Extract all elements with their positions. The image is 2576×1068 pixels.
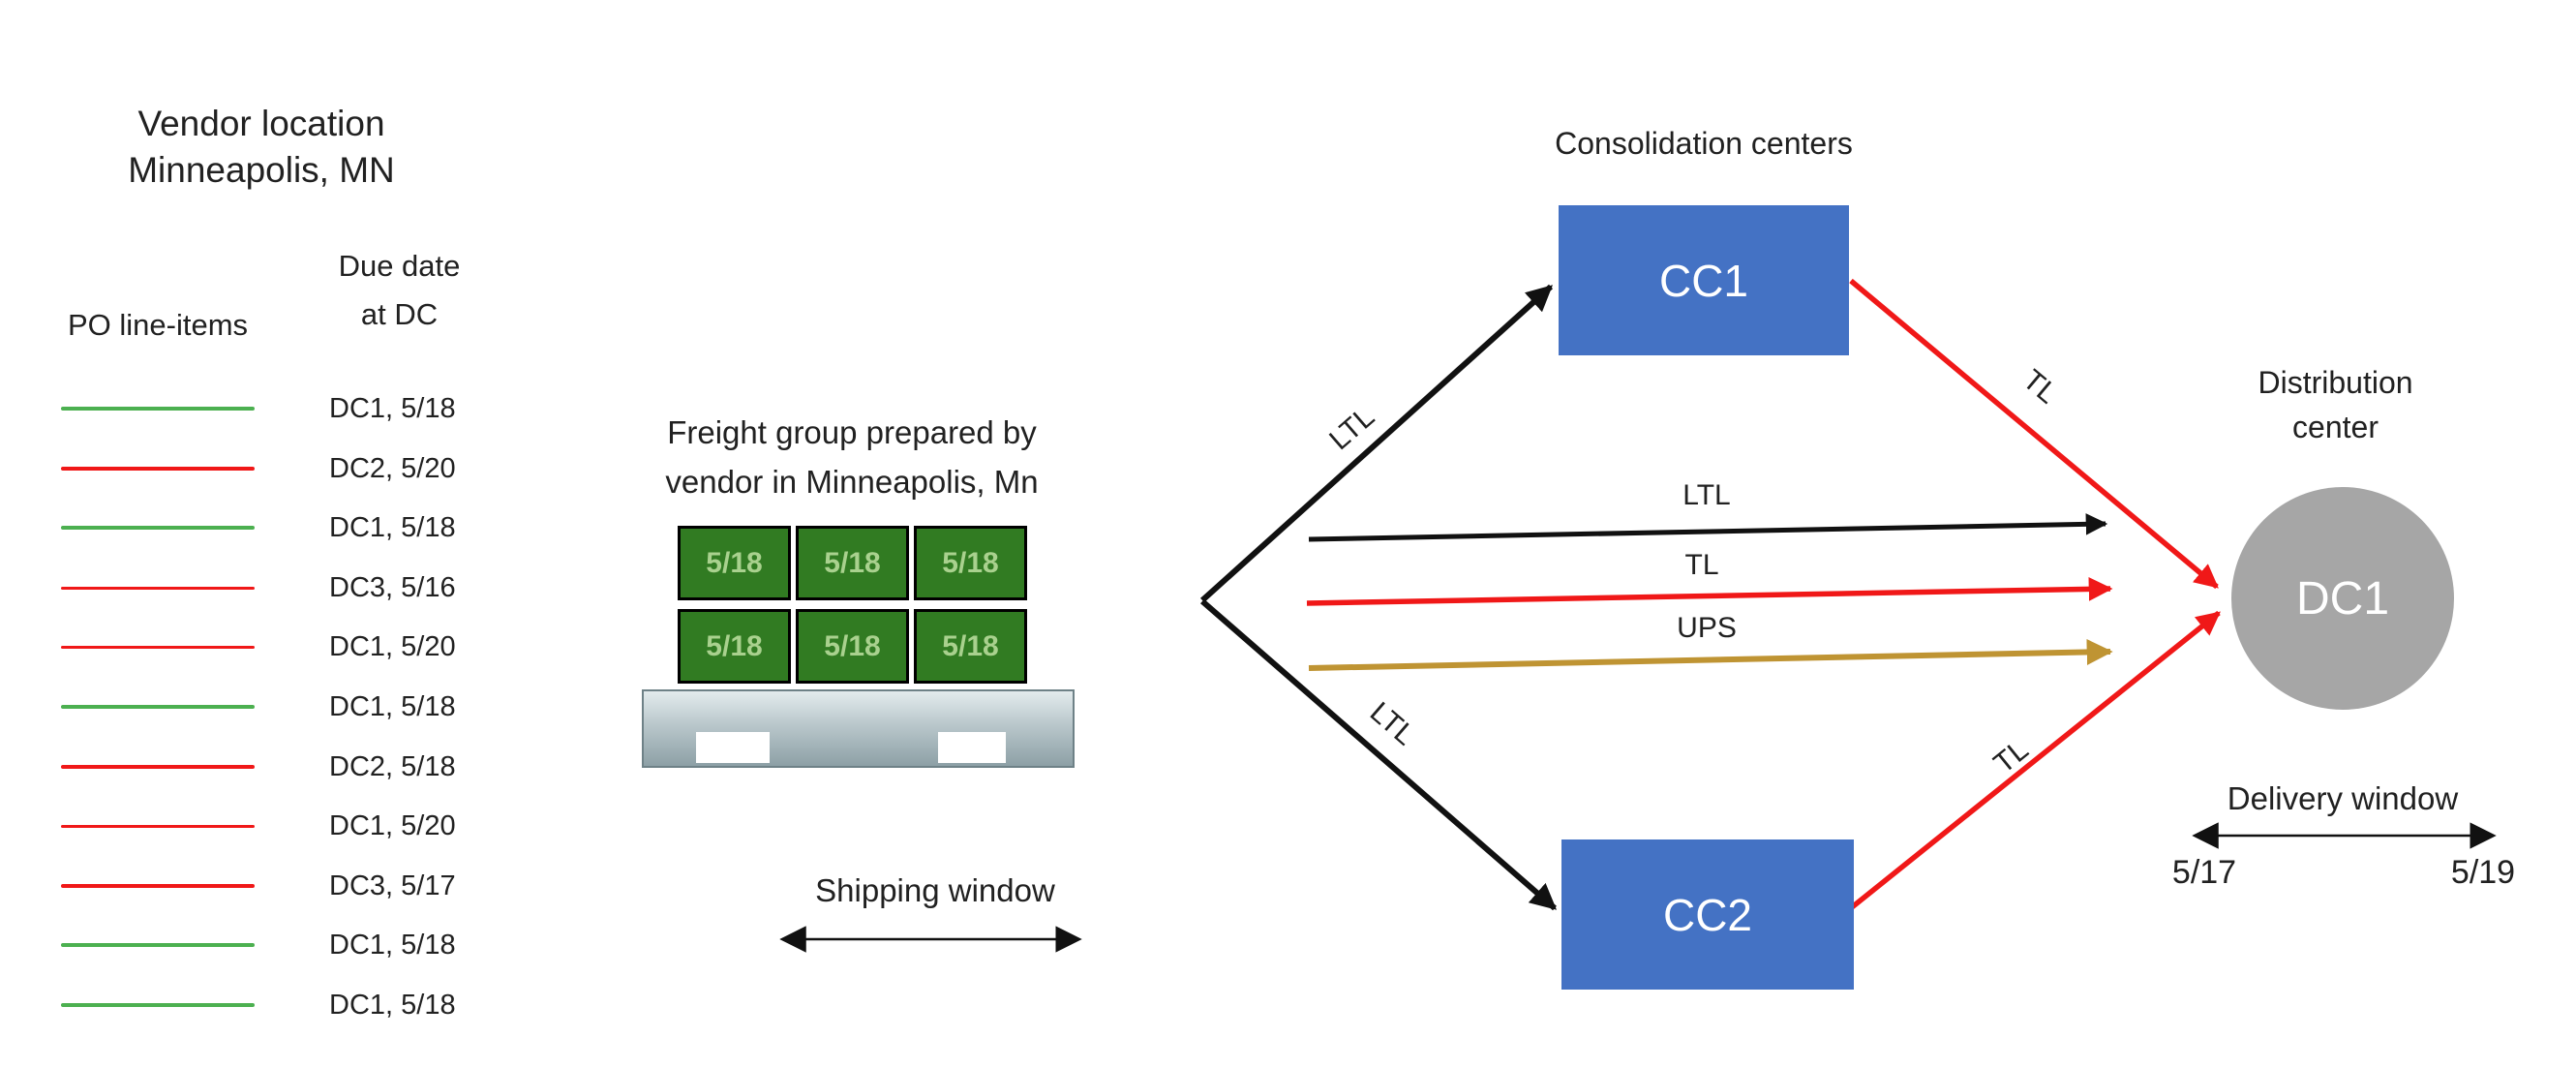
po-line-color-bar xyxy=(61,1003,255,1007)
po-line-color-bar xyxy=(61,407,255,411)
freight-group-caption-line2: vendor in Minneapolis, Mn xyxy=(665,464,1039,500)
po-line-color-bar xyxy=(61,765,255,769)
po-due-label: DC1, 5/18 xyxy=(329,990,456,1021)
route-label-direct-ups: UPS xyxy=(1677,612,1737,644)
po-due-label: DC2, 5/18 xyxy=(329,751,456,782)
po-line-color-bar xyxy=(61,526,255,530)
vendor-location-line1: Vendor location xyxy=(137,104,385,143)
po-due-label: DC3, 5/17 xyxy=(329,870,456,901)
freight-group-caption-line1: Freight group prepared by xyxy=(667,414,1037,450)
distribution-center-title-line1: Distribution xyxy=(2258,365,2413,400)
consolidation-centers-title: Consolidation centers xyxy=(1555,126,1853,161)
po-row: DC1, 5/20 xyxy=(0,624,542,670)
po-row: DC3, 5/17 xyxy=(0,863,542,909)
po-row: DC1, 5/18 xyxy=(0,504,542,551)
po-due-label: DC1, 5/20 xyxy=(329,631,456,662)
freight-carton-grid: 5/18 5/18 5/18 5/18 5/18 5/18 xyxy=(678,526,1032,684)
route-label-direct-tl: TL xyxy=(1684,549,1719,581)
due-date-header: Due date at DC xyxy=(300,242,499,339)
distribution-center-title-line2: center xyxy=(2292,410,2379,444)
freight-carton: 5/18 xyxy=(678,526,791,600)
po-row: DC1, 5/20 xyxy=(0,803,542,849)
po-line-color-bar xyxy=(61,467,255,471)
route-direct-ups-line xyxy=(1308,639,2113,671)
po-due-label: DC2, 5/20 xyxy=(329,453,456,484)
po-line-color-bar xyxy=(61,884,255,888)
delivery-window-start-date: 5/17 xyxy=(2171,854,2237,891)
route-cc1-to-dc-line xyxy=(1849,278,2219,590)
pallet xyxy=(642,689,1075,768)
shipping-window-label: Shipping window xyxy=(815,872,1055,908)
distribution-center-title: Distribution center xyxy=(2217,360,2454,449)
delivery-window-end-date: 5/19 xyxy=(2450,854,2516,891)
delivery-window-label: Delivery window xyxy=(2227,780,2459,816)
po-line-color-bar xyxy=(61,825,255,828)
due-date-header-line2: at DC xyxy=(360,297,439,331)
po-row: DC1, 5/18 xyxy=(0,385,542,432)
route-ltl-to-cc1-line xyxy=(1199,284,1554,603)
po-due-label: DC1, 5/18 xyxy=(329,691,456,722)
route-ltl-to-cc2-line xyxy=(1200,598,1558,911)
route-direct-tl-line xyxy=(1306,577,2113,606)
route-cc2-to-dc-line xyxy=(1850,610,2221,910)
pallet-notch xyxy=(696,732,770,763)
po-row: DC2, 5/20 xyxy=(0,445,542,492)
freight-carton: 5/18 xyxy=(678,609,791,684)
po-line-color-bar xyxy=(61,943,255,947)
po-line-items-header: PO line-items xyxy=(67,308,249,342)
po-row: DC1, 5/18 xyxy=(0,684,542,730)
cc2-node: CC2 xyxy=(1561,839,1854,990)
po-row: DC1, 5/18 xyxy=(0,982,542,1028)
route-label-direct-ltl: LTL xyxy=(1682,479,1731,511)
dc1-node: DC1 xyxy=(2231,487,2454,710)
freight-group-caption: Freight group prepared by vendor in Minn… xyxy=(634,408,1070,506)
vendor-location-title: Vendor location Minneapolis, MN xyxy=(39,101,484,194)
po-line-color-bar xyxy=(61,587,255,590)
po-due-label: DC1, 5/18 xyxy=(329,512,456,543)
due-date-header-line1: Due date xyxy=(338,249,461,283)
po-row: DC2, 5/18 xyxy=(0,744,542,790)
cc1-node: CC1 xyxy=(1559,205,1849,355)
po-line-color-bar xyxy=(61,705,255,709)
vendor-location-line2: Minneapolis, MN xyxy=(128,150,395,190)
po-row: DC3, 5/16 xyxy=(0,565,542,611)
po-due-label: DC1, 5/20 xyxy=(329,810,456,841)
po-due-label: DC3, 5/16 xyxy=(329,572,456,603)
route-direct-ltl-line xyxy=(1308,513,2108,542)
pallet-notch xyxy=(938,732,1006,763)
freight-carton: 5/18 xyxy=(914,526,1027,600)
freight-carton: 5/18 xyxy=(796,609,909,684)
freight-carton: 5/18 xyxy=(914,609,1027,684)
po-due-label: DC1, 5/18 xyxy=(329,393,456,424)
po-line-color-bar xyxy=(61,646,255,649)
po-due-label: DC1, 5/18 xyxy=(329,930,456,961)
freight-carton: 5/18 xyxy=(796,526,909,600)
po-row: DC1, 5/18 xyxy=(0,922,542,968)
